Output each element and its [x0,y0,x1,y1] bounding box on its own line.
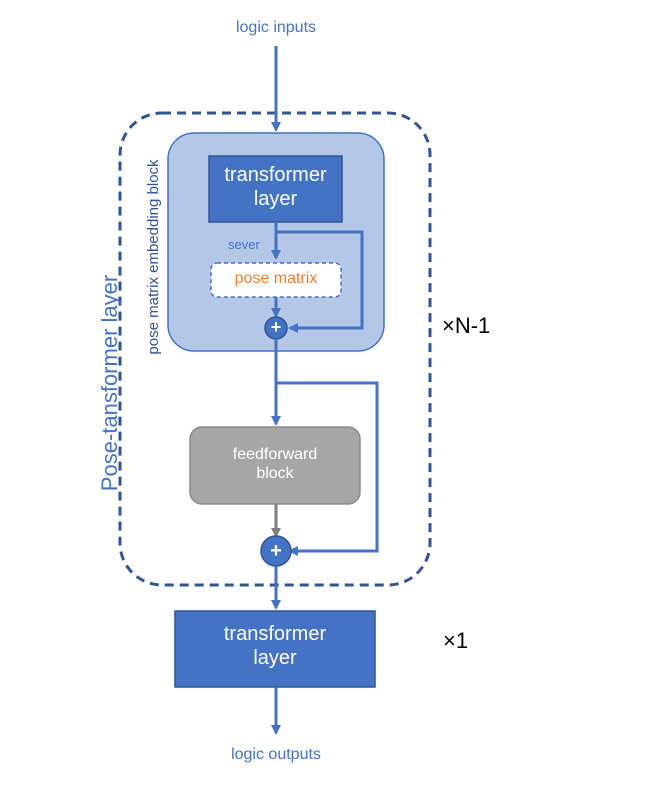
pose-matrix-label: pose matrix [234,270,318,287]
feedforward-label: feedforward block [190,445,360,483]
repeat-count-bottom: ×1 [443,628,469,653]
transformer-top-line1: transformer [224,164,327,186]
inner-plus-symbol: + [270,317,282,337]
sever-label: sever [228,237,260,252]
repeat-count-outer: ×N-1 [442,313,491,338]
feedforward-line2: block [256,465,294,483]
transformer-bottom-label: transformer layer [175,622,375,670]
outer-skip-connection [276,381,379,556]
output-label: logic outputs [231,746,321,763]
inner-block-label: pose matrix embedding block [145,159,162,355]
transformer-bottom-line2: layer [253,647,297,669]
transformer-layer-bottom [174,610,376,688]
transformer-top-label: transformer layer [209,163,342,211]
inner-skip-connection [276,230,364,333]
transformer-layer-top [208,155,343,223]
input-label: logic inputs [235,19,317,36]
transformer-top-line2: layer [253,188,298,210]
feedforward-line1: feedforward [232,446,318,463]
transformer-bottom-line1: transformer [223,623,327,645]
outer-plus-symbol: + [270,540,282,562]
outer-block-label: Pose-tansformer layer [97,274,122,492]
